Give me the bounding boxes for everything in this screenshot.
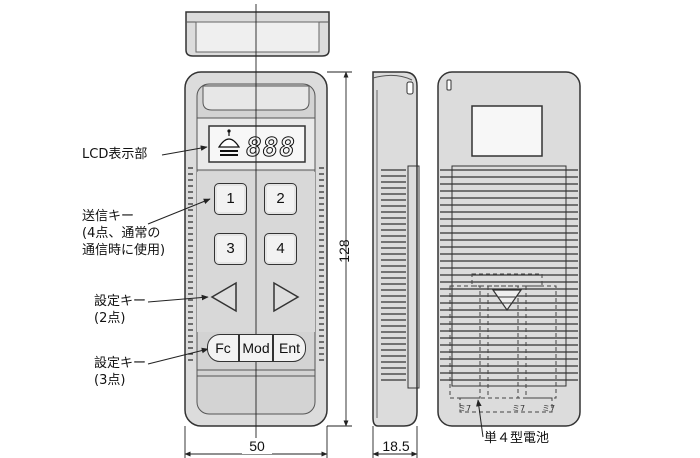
mod-key: Mod	[239, 334, 273, 362]
back-view: ミ7 ミ7 ミ7	[437, 71, 581, 427]
battery-triangle-icon	[491, 289, 523, 312]
label-setting-key-3pt-line1: 設定キー	[94, 356, 147, 371]
left-arrow-key	[210, 281, 237, 313]
key-1: 1	[214, 183, 247, 215]
battery-outlines	[449, 273, 557, 413]
label-battery: 単４型電池	[484, 431, 550, 446]
key-3: 3	[214, 233, 247, 265]
dim-height: 128	[336, 239, 352, 263]
front-view: 888	[184, 4, 328, 440]
back-label-window	[471, 105, 543, 157]
side-view	[372, 71, 420, 427]
label-setting-key-3pt-line2: (3点)	[94, 373, 126, 388]
dimension-lines	[184, 71, 418, 458]
battery-mark-3: ミ7	[542, 404, 555, 413]
leader-lines	[147, 145, 484, 438]
label-lcd: LCD表示部	[82, 147, 148, 162]
lcd-digits: 888	[246, 133, 296, 163]
battery-mark-1: ミ7	[458, 404, 471, 413]
label-send-key-line3: 通信時に使用)	[82, 243, 166, 258]
top-cap-view	[185, 11, 330, 57]
label-send-key-line1: 送信キー	[82, 209, 135, 224]
label-setting-key-2pt-line2: (2点)	[94, 311, 126, 326]
dim-width: 50	[242, 438, 272, 454]
right-arrow-key	[273, 281, 300, 313]
label-setting-key-2pt-line1: 設定キー	[94, 294, 147, 309]
label-send-key-line2: (4点、通常の	[82, 226, 161, 241]
antenna-icon	[217, 129, 241, 156]
front-right-grip	[319, 167, 324, 361]
key-2: 2	[264, 183, 297, 215]
key-4: 4	[264, 233, 297, 265]
front-left-grip	[188, 167, 193, 361]
fc-key: Fc	[207, 334, 239, 362]
battery-mark-2: ミ7	[512, 404, 525, 413]
dim-depth: 18.5	[382, 438, 410, 454]
ent-key: Ent	[273, 334, 306, 362]
